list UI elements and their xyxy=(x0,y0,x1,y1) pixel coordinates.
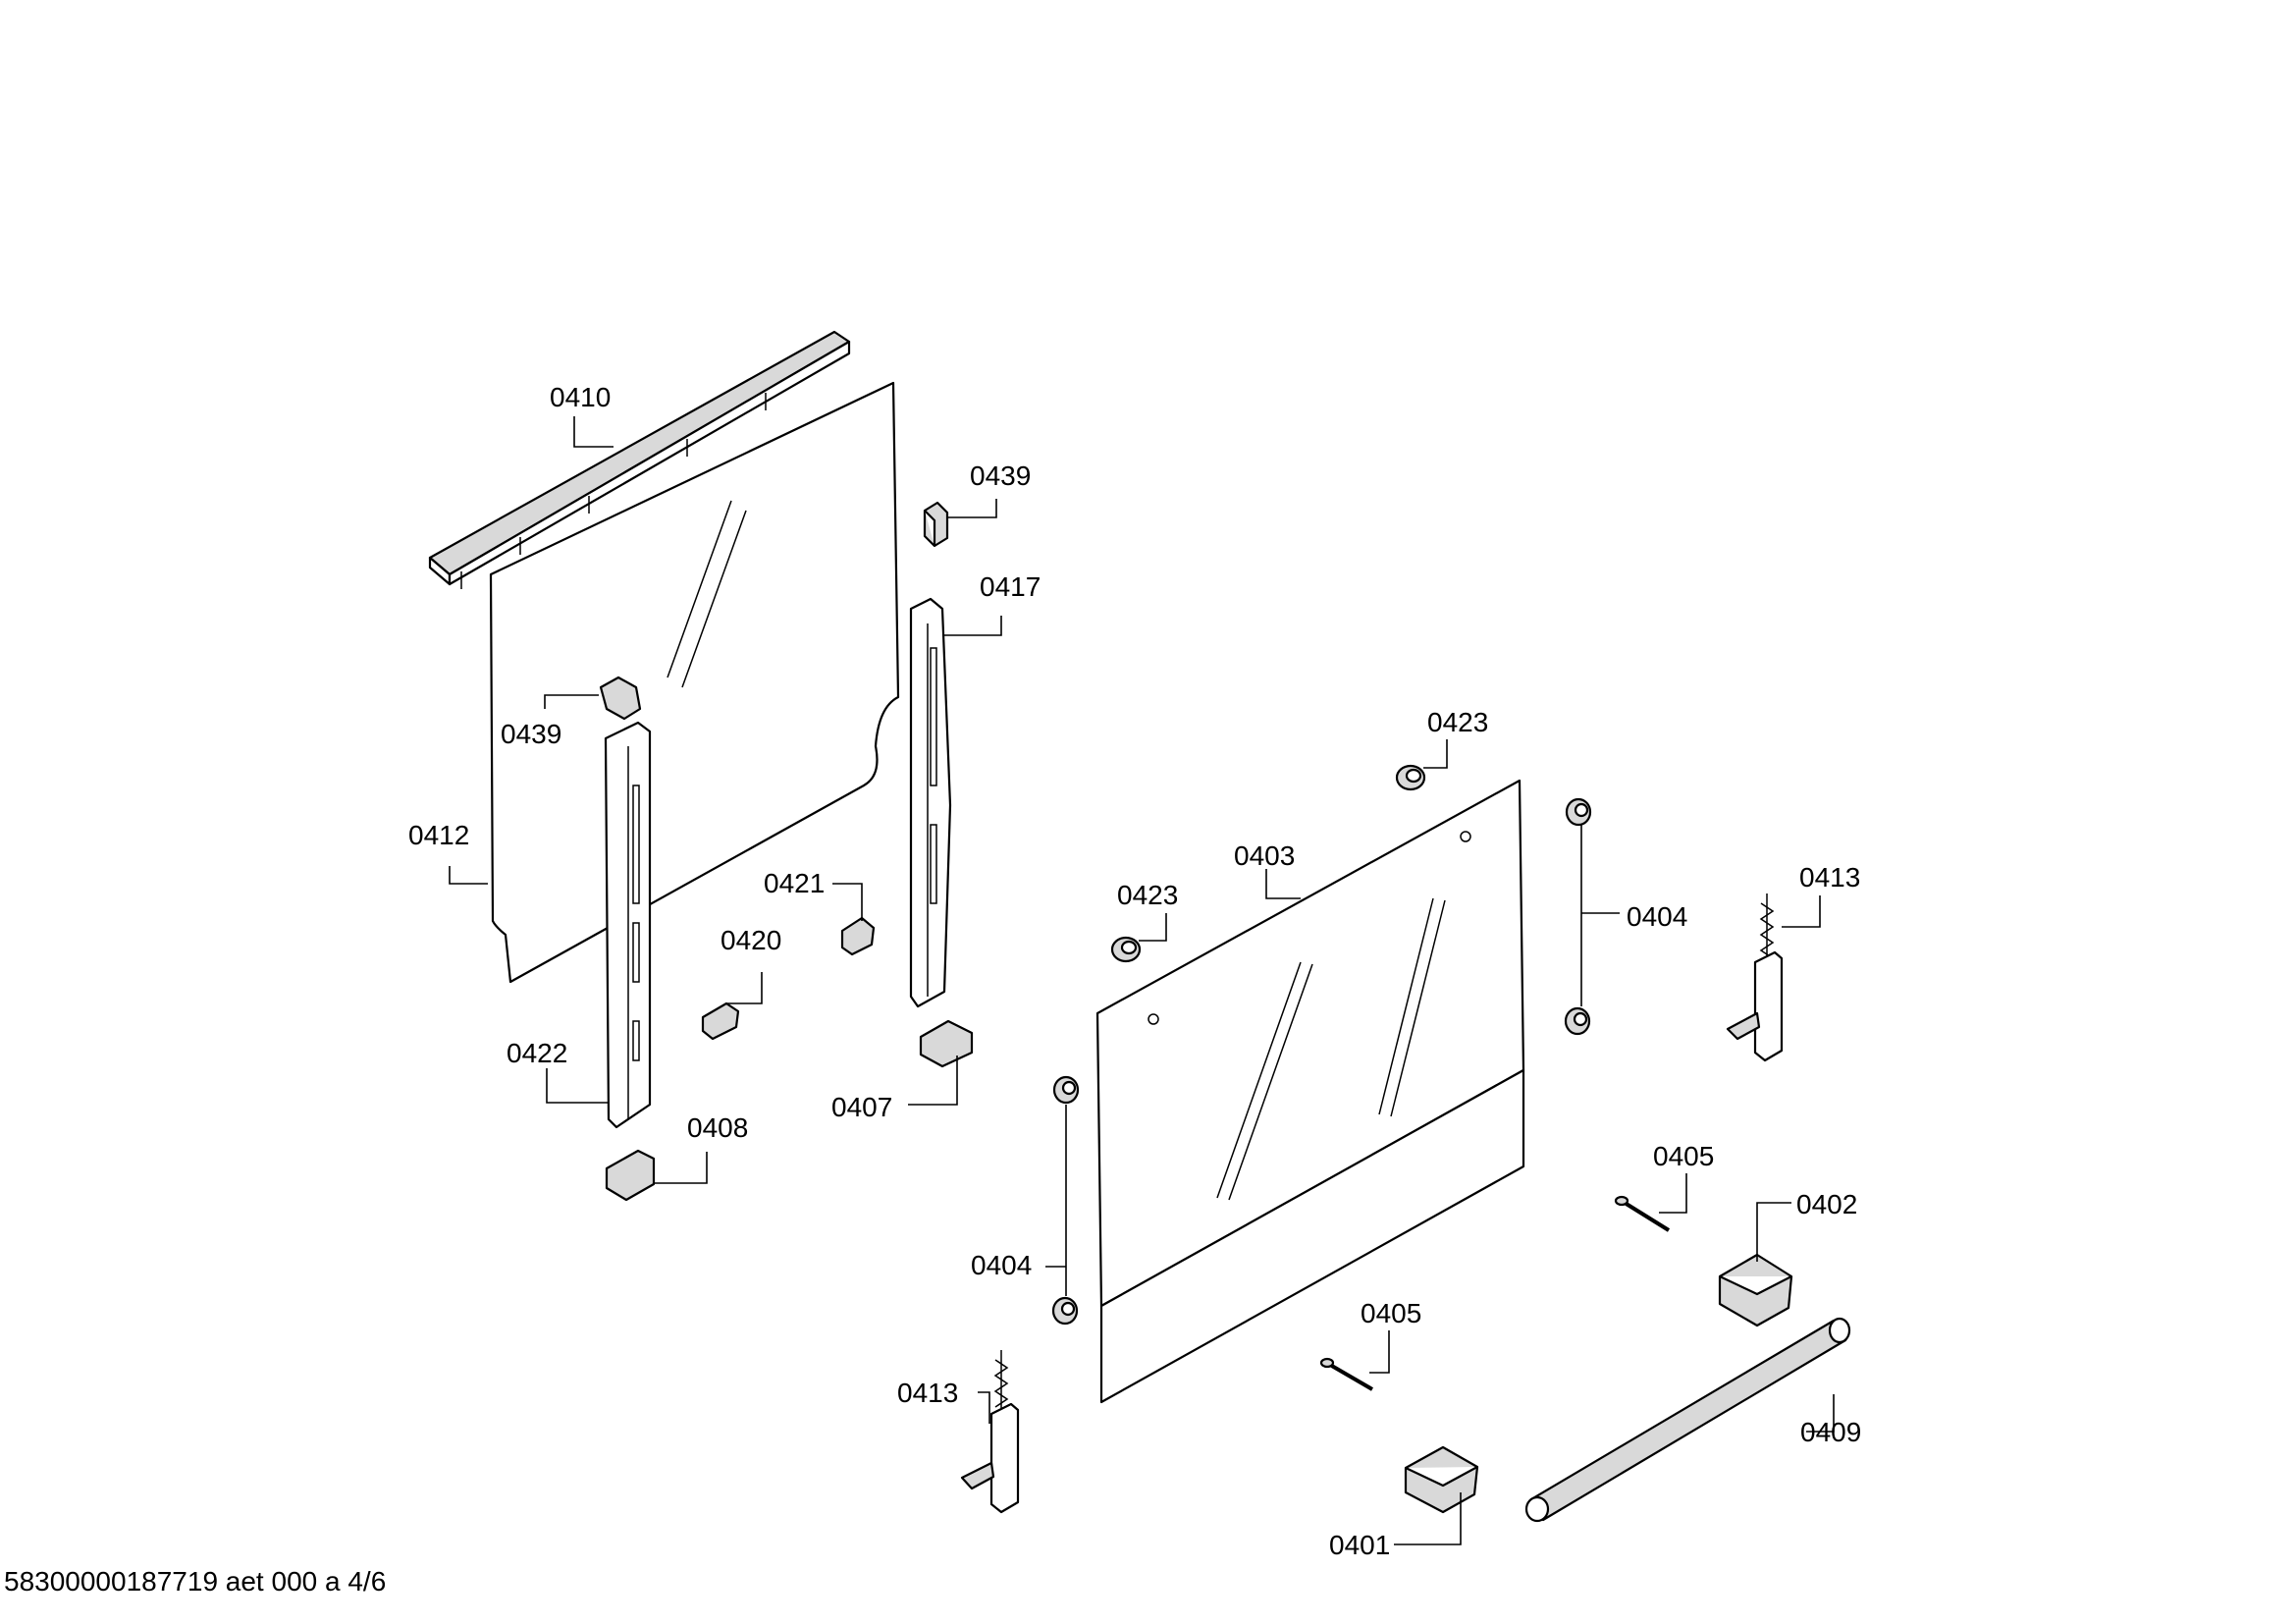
callout-0423-lower: 0423 xyxy=(1117,880,1178,910)
door-hinge-0413-left xyxy=(960,1350,1020,1514)
screw-0405-left xyxy=(1319,1357,1374,1391)
callout-0410: 0410 xyxy=(550,382,611,412)
bracket-0407 xyxy=(919,1019,974,1068)
callout-0421: 0421 xyxy=(764,868,825,898)
bumper-0404-lower-left xyxy=(1051,1296,1079,1326)
clip-0439-left xyxy=(599,676,642,721)
callout-0404-right: 0404 xyxy=(1627,901,1687,932)
outer-door-glass-0403 xyxy=(1095,779,1525,1404)
callout-0408: 0408 xyxy=(687,1112,748,1143)
bumper-0404-upper-left xyxy=(1052,1075,1080,1105)
leader-lines xyxy=(449,416,1835,1545)
callout-0403: 0403 xyxy=(1234,840,1295,871)
handle-cap-0401 xyxy=(1404,1445,1479,1514)
bumper-0423-upper xyxy=(1395,764,1426,791)
callout-0413-right: 0413 xyxy=(1799,862,1860,893)
bumper-0423-lower xyxy=(1110,936,1142,963)
callout-0404-left: 0404 xyxy=(971,1250,1032,1280)
callout-0413-left: 0413 xyxy=(897,1378,958,1408)
hinge-part-0420 xyxy=(701,1001,740,1041)
callout-0412: 0412 xyxy=(408,820,469,850)
inner-glass-pane-0412 xyxy=(489,381,900,984)
callout-0405-left: 0405 xyxy=(1361,1298,1421,1328)
bumper-0404-lower-right xyxy=(1564,1006,1591,1036)
callout-0420: 0420 xyxy=(721,925,781,955)
bracket-0408 xyxy=(605,1149,656,1202)
callout-0405-right: 0405 xyxy=(1653,1141,1714,1171)
document-reference-footer: 58300000187719 aet 000 a 4/6 xyxy=(4,1566,387,1597)
bumper-0404-upper-right xyxy=(1565,797,1592,827)
callout-labels: 0410 0439 0439 0417 0412 0421 0420 0422 … xyxy=(408,382,1861,1560)
hinge-part-0421 xyxy=(840,916,876,956)
screw-0405-right xyxy=(1614,1195,1671,1232)
callout-0439-left: 0439 xyxy=(501,719,561,749)
callout-0422: 0422 xyxy=(507,1038,567,1068)
left-side-rail-0422 xyxy=(604,721,652,1129)
callout-0423-upper: 0423 xyxy=(1427,707,1488,737)
callout-0407: 0407 xyxy=(831,1092,892,1122)
door-hinge-0413-right xyxy=(1726,893,1784,1062)
callout-0417: 0417 xyxy=(980,571,1041,602)
callout-0401: 0401 xyxy=(1329,1530,1390,1560)
clip-0439-upper xyxy=(923,501,949,548)
top-trim-strip-0410 xyxy=(428,330,851,589)
handle-cap-0402 xyxy=(1718,1253,1793,1327)
right-side-rail-0417 xyxy=(909,597,952,1008)
door-handle-bar-0409 xyxy=(1524,1317,1851,1523)
callout-0409: 0409 xyxy=(1800,1417,1861,1447)
callout-0402: 0402 xyxy=(1796,1189,1857,1219)
callout-0439-upper: 0439 xyxy=(970,460,1031,491)
